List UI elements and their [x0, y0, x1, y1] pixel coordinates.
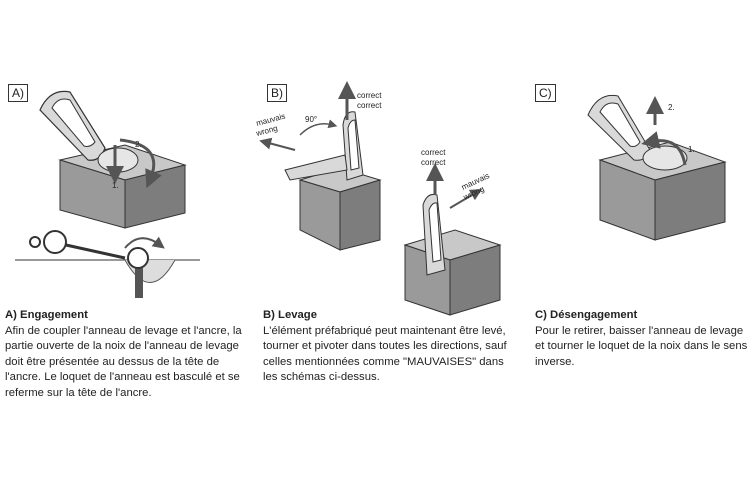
panel-a-engagement: A) 2. 1.: [0, 80, 240, 300]
cross-section: [15, 230, 200, 298]
disengagement-illustration: 2. 1.: [587, 94, 727, 241]
lifting-ring-tilted: [422, 194, 446, 276]
correct-label-1: correct: [357, 91, 382, 100]
lifting-ring: [39, 90, 139, 173]
wrong-arrow-2: [449, 188, 483, 209]
step-2-label: 2.: [668, 103, 675, 112]
engagement-illustration: 2. 1.: [15, 90, 200, 298]
caption-a: A) Engagement Afin de coupler l'anneau d…: [5, 308, 250, 402]
angle-label: 90°: [305, 115, 317, 124]
rotate-arrow: [641, 131, 687, 166]
step-2-label: 2.: [135, 140, 142, 149]
caption-b-body: L'élément préfabriqué peut maintenant êt…: [263, 324, 507, 384]
caption-c-body: Pour le retirer, baisser l'anneau de lev…: [535, 324, 748, 368]
panel-c-disengagement: C) 2. 1.: [520, 80, 750, 300]
panel-c-tag: C): [535, 84, 556, 102]
caption-a-body: Afin de coupler l'anneau de levage et l'…: [5, 324, 242, 399]
correct-label-3: correct: [421, 148, 446, 157]
correct-label-2: correct: [357, 101, 382, 110]
lifting-ring-upright: [284, 111, 364, 181]
caption-b-title: B) Levage: [263, 309, 317, 321]
wrong-arrow-1: [259, 137, 296, 151]
lifting-ring: [587, 94, 688, 171]
caption-b: B) Levage L'élément préfabriqué peut mai…: [263, 308, 508, 386]
step-1-label: 1.: [688, 145, 695, 154]
step-1-label: 1.: [112, 181, 119, 190]
panel-a-tag: A): [8, 84, 28, 102]
concrete-block-right: [403, 229, 502, 316]
caption-a-title: A) Engagement: [5, 309, 88, 321]
lifting-illustration: correct correct mauvais wrong 90° correc…: [254, 81, 502, 316]
panel-b-tag: B): [267, 84, 287, 102]
concrete-block-left: [298, 167, 382, 251]
caption-c: C) Désengagement Pour le retirer, baisse…: [535, 308, 750, 370]
panel-b-lifting: B) correct correct mauvais wrong 90°: [254, 80, 502, 316]
rotate-arrow: [119, 138, 162, 189]
caption-c-title: C) Désengagement: [535, 309, 638, 321]
correct-label-4: correct: [421, 158, 446, 167]
